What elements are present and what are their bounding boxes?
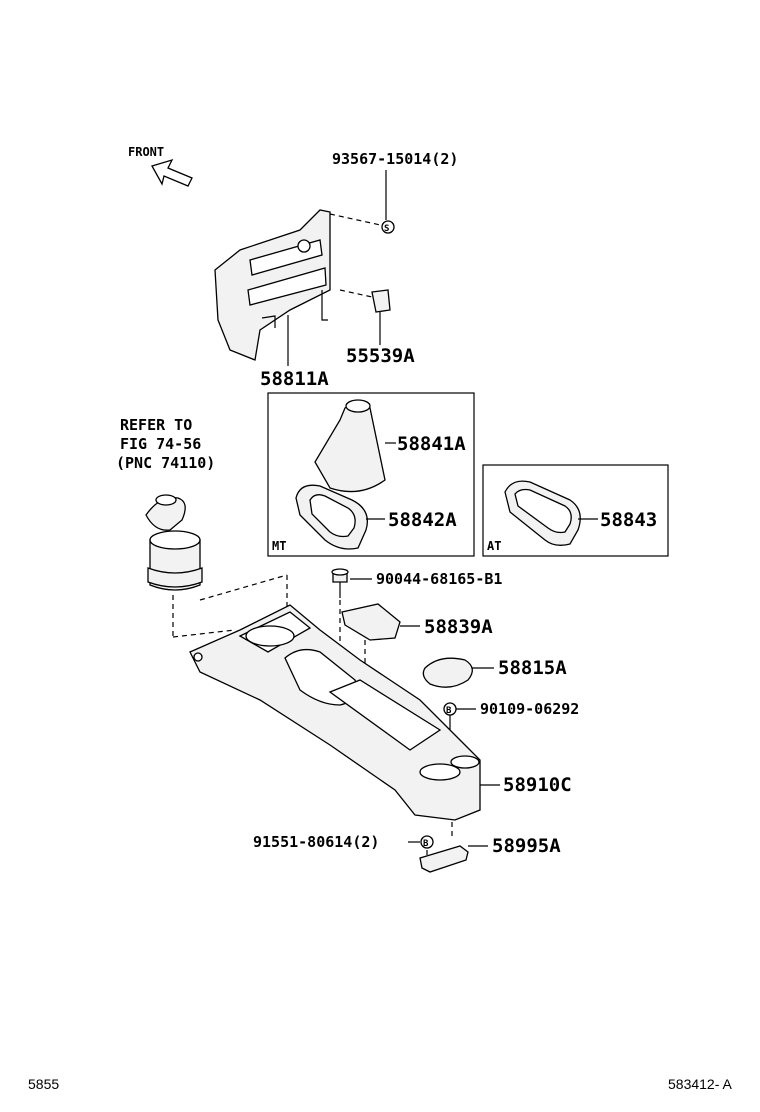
mat-58815a [422, 657, 473, 688]
footer-right-code: 583412- A [668, 1076, 732, 1092]
shift-boot-58841a [314, 399, 386, 493]
screw-marker-b-91551: B [420, 835, 434, 849]
bracket-58995a [419, 845, 469, 873]
front-indicator: FRONT [128, 145, 193, 187]
part-label-58841: 58841A [397, 433, 466, 455]
clip-marker-b-90109: B [443, 702, 457, 716]
cover-58839a [341, 603, 401, 641]
part-label-58843: 58843 [600, 509, 657, 531]
screw-marker-s: S [381, 220, 395, 234]
svg-text:S: S [384, 224, 389, 234]
footer-left-code: 5855 [28, 1076, 59, 1092]
part-label-58839: 58839A [424, 616, 493, 638]
part-label-55539: 55539A [346, 345, 415, 367]
part-label-90044: 90044-68165-B1 [376, 570, 502, 588]
part-label-58815: 58815A [498, 657, 567, 679]
svg-text:B: B [423, 839, 429, 849]
bezel-58842a [295, 484, 369, 550]
part-label-58910: 58910C [503, 774, 572, 796]
clip-55539a [371, 289, 391, 313]
front-label: FRONT [128, 145, 164, 159]
part-label-58842: 58842A [388, 509, 457, 531]
upper-panel-58811a [214, 209, 331, 361]
bolt-90044 [331, 568, 349, 598]
at-box [482, 464, 669, 557]
reference-line-3: (PNC 74110) [116, 454, 215, 472]
front-arrow-icon [151, 158, 193, 187]
part-label-93567: 93567-15014(2) [332, 150, 458, 168]
reference-line-1: REFER TO [120, 416, 192, 434]
cup-holder-ashtray [145, 494, 203, 591]
part-label-90109: 90109-06292 [480, 700, 579, 718]
reference-line-2: FIG 74-56 [120, 435, 201, 453]
console-box-58910c [189, 604, 481, 821]
bezel-58843 [504, 480, 581, 546]
at-label: AT [487, 539, 501, 553]
mt-box [267, 392, 475, 557]
svg-text:B: B [446, 706, 452, 716]
mt-label: MT [272, 539, 286, 553]
part-label-58811: 58811A [260, 368, 329, 390]
part-label-91551: 91551-80614(2) [253, 833, 379, 851]
part-label-58995: 58995A [492, 835, 561, 857]
